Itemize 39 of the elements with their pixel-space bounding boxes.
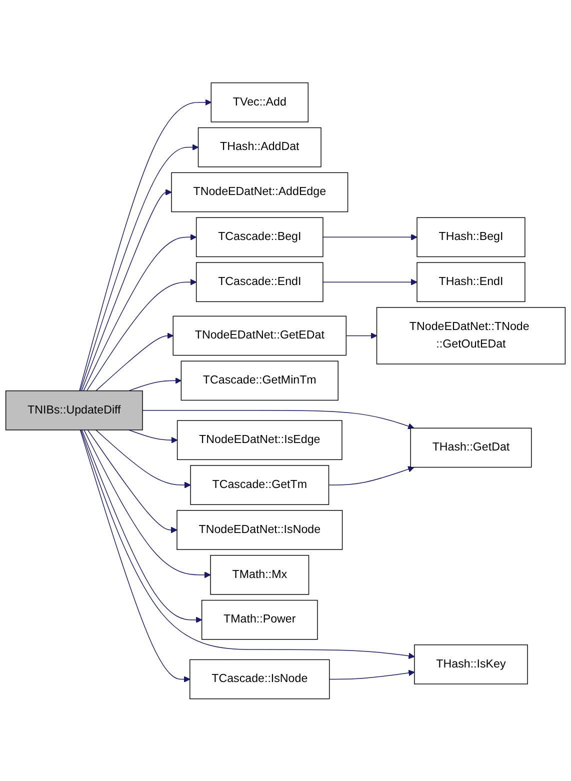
arrow: [87, 429, 178, 533]
arrow: [86, 278, 197, 391]
arrow: [128, 377, 182, 391]
node-box: TCascade::EndI: [196, 262, 324, 302]
arrow: [322, 234, 418, 240]
node-box: THash::IsKey: [414, 644, 528, 684]
node-box: TMath::Power: [201, 600, 318, 640]
node-box: TCascade::IsNode: [190, 659, 330, 699]
node-box: TNIBs::UpdateDiff: [5, 390, 143, 430]
node-box: TNodeEDatNet::AddEdge: [171, 172, 348, 212]
node-box: TNodeEDatNet::GetEDat: [172, 315, 347, 356]
arrow: [142, 410, 414, 429]
node-box: TMath::Mx: [210, 554, 310, 595]
node-box: THash::EndI: [416, 262, 526, 302]
node-box: TNodeEDatNet::TNode ::GetOutEDat: [376, 306, 566, 364]
node-box: TVec::Add: [210, 82, 308, 122]
arrow: [81, 188, 172, 391]
arrow: [346, 332, 378, 339]
arrow: [322, 278, 418, 285]
arrow: [79, 98, 212, 391]
arrow: [96, 332, 174, 391]
node-box: TNodeEDatNet::IsEdge: [176, 420, 342, 460]
arrow: [82, 429, 202, 623]
arrow: [83, 234, 197, 391]
node-box: TCascade::GetMinTm: [180, 360, 338, 400]
node-box: THash::AddDat: [198, 127, 322, 167]
arrow: [128, 429, 178, 443]
arrow: [329, 669, 415, 680]
arrow: [96, 429, 191, 488]
arrow: [80, 429, 415, 659]
node-box: TCascade::GetTm: [190, 464, 330, 505]
node-box: TCascade::BegI: [196, 216, 324, 257]
node-box: THash::BegI: [416, 216, 526, 257]
node-box: TNodeEDatNet::IsNode: [176, 510, 343, 550]
node-box: THash::GetDat: [410, 427, 532, 468]
arrow: [80, 429, 190, 682]
arrow: [328, 466, 414, 486]
arrow: [84, 429, 211, 578]
arrow: [80, 144, 199, 391]
